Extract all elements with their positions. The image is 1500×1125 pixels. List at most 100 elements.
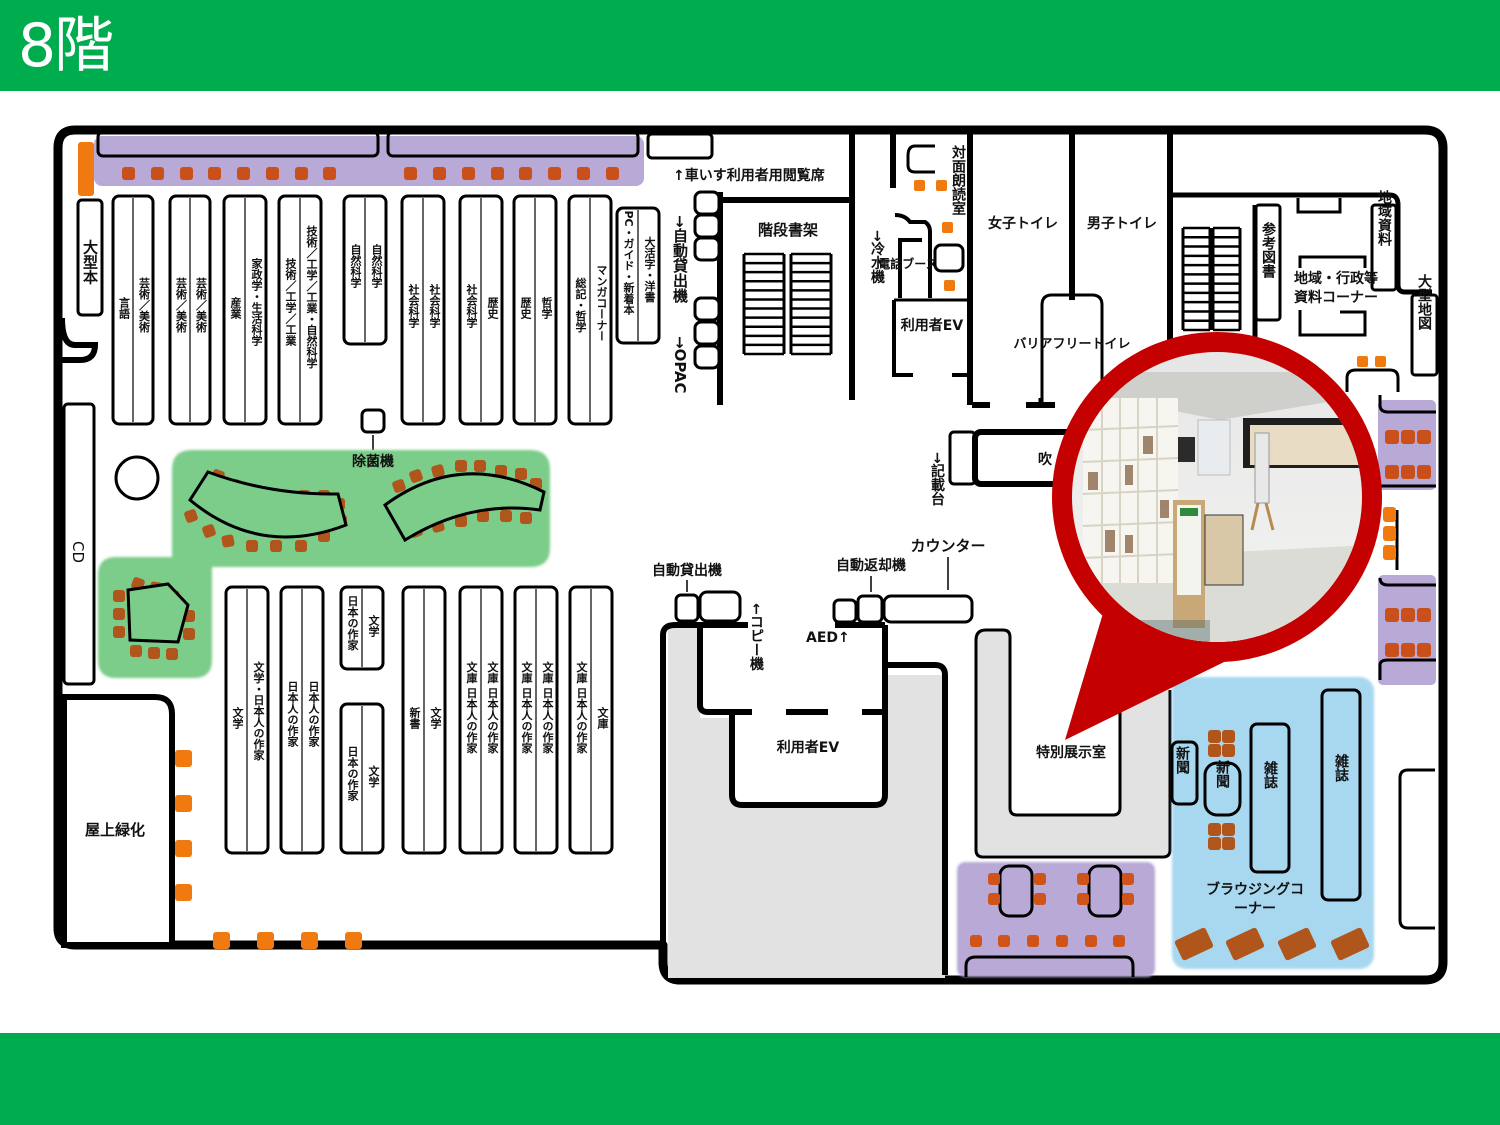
shelf-label-right: 文庫 日本人の作家 [486, 660, 499, 754]
shelf-label-right: 家政学・生活科学 [250, 257, 263, 347]
curved-table [188, 470, 348, 539]
shelf-label-right: 文庫 日本人の作家 [541, 660, 554, 754]
shelf-label-left: 社会科学 [465, 283, 479, 329]
chair [431, 464, 445, 478]
chair [295, 167, 308, 180]
chair [1385, 608, 1399, 622]
barrier-free-toilet-label: バリアフリートイレ [1013, 337, 1130, 352]
chair [323, 167, 336, 180]
shelf-label-left: 新書 [408, 706, 421, 730]
chair [1383, 545, 1396, 560]
large-maps-shelf: 大型地図 [1410, 273, 1439, 377]
newspaper-rack-label: 新聞 [1214, 759, 1230, 789]
chair [175, 795, 192, 812]
bookshelf: PC・ガイド・新着本大活字・洋書 [615, 206, 661, 345]
browsing-corner: 新聞 新聞 雑誌 雑誌 [1170, 677, 1374, 969]
toilets: 女子トイレ 男子トイレ バリアフリートイレ [972, 215, 1157, 408]
opac-label: →OPAC [671, 336, 689, 394]
chair [1085, 935, 1097, 947]
chair [1385, 430, 1399, 444]
chair [246, 540, 258, 552]
chair [1027, 935, 1039, 947]
kiosk [693, 190, 721, 216]
chair [1401, 608, 1415, 622]
bottom-study-area [957, 862, 1155, 977]
user-ev-bottom-label: 利用者EV [777, 739, 840, 756]
building-outline [53, 125, 1448, 985]
curved-table [383, 472, 546, 543]
rooftop-garden: 屋上緑化 [61, 694, 175, 948]
counter-label: カウンター [910, 537, 985, 555]
shelf-label-left: PC・ガイド・新着本 [622, 211, 636, 316]
chair [1222, 837, 1235, 850]
chair [455, 460, 467, 472]
chair [1077, 873, 1089, 885]
shelf-label-right: 哲学 [540, 296, 553, 320]
chair [184, 509, 198, 523]
chair [1401, 643, 1415, 657]
self-checkout-top-label: →自動貸出機 [671, 215, 689, 304]
bookshelf: 自然科学自然科学 [342, 194, 388, 346]
footer-bar [0, 1033, 1500, 1125]
chair [462, 167, 475, 180]
pillar [114, 455, 160, 501]
local-materials-shelf: 地域資料 [1370, 189, 1398, 292]
right-study-booths [1378, 395, 1436, 685]
chair [113, 626, 125, 638]
bookshelf: 社会科学社会科学 [400, 194, 446, 426]
shelf-label-left: 技術／工学／工業 [284, 257, 298, 347]
kiosk [693, 213, 721, 239]
womens-toilet-label: 女子トイレ [988, 215, 1058, 232]
kiosk-row [693, 190, 721, 370]
sterilizer [360, 408, 386, 450]
chair [1034, 893, 1046, 905]
chair [1077, 893, 1089, 905]
chair [257, 932, 274, 949]
shelf-label-right: 日本人の作家 [307, 681, 320, 748]
chair [491, 167, 504, 180]
copier-label: ←コピー機 [748, 603, 764, 672]
bookshelf: 産業家政学・生活科学 [222, 194, 268, 426]
chair [1122, 893, 1134, 905]
shelf-label-left: 総記・哲学 [574, 276, 587, 333]
chair [1222, 823, 1235, 836]
chair [519, 167, 532, 180]
shelf-label-left: 社会科学 [407, 283, 421, 329]
top-study-area [94, 130, 644, 186]
magazine-rack-2-label: 雑誌 [1333, 753, 1350, 782]
writing-desk-label: →記載台 [929, 452, 945, 507]
chair [1330, 927, 1370, 961]
local-admin-corner [1296, 198, 1367, 337]
chair [1208, 823, 1221, 836]
bookshelf: 文庫 日本人の作家文庫 日本人の作家 [513, 585, 559, 855]
chair [515, 468, 527, 480]
shelf-label-left: 文庫 日本人の作家 [575, 660, 588, 754]
chair [295, 540, 307, 552]
counter: カウンター [882, 537, 986, 624]
chair [1222, 730, 1235, 743]
water-cooler-label: →冷水機 [869, 230, 885, 285]
cd-label: CD [69, 541, 87, 563]
bookshelf: 文庫 日本人の作家文庫 [568, 585, 614, 855]
chair [1113, 935, 1125, 947]
mens-toilet-label: 男子トイレ [1087, 216, 1157, 232]
chair [1401, 465, 1415, 479]
special-exhibit-room: 特別展示室 [974, 628, 1172, 859]
chair [998, 935, 1010, 947]
shelf-label-left: 歴史 [519, 297, 532, 320]
chair [1401, 430, 1415, 444]
chair [221, 534, 235, 548]
floor-title: 8階 [18, 11, 114, 81]
shelf-label-left: 芸術／美術 [175, 276, 189, 333]
chair [1385, 465, 1399, 479]
bottom-shelves: 文学文学・日本人の作家日本人の作家日本人の作家日本の作家文学日本の作家文学新書文… [224, 585, 614, 855]
chair [266, 167, 279, 180]
reference-books-label: 参考図書 [1260, 221, 1276, 279]
location-pin[interactable] [1052, 332, 1382, 740]
user-ev-top-label: 利用者EV [901, 317, 964, 334]
atrium-label: 吹 [1038, 451, 1053, 468]
shelf-label-left: 日本の作家 [346, 595, 359, 651]
shelf-label-left: 日本の作家 [346, 746, 359, 802]
reading-room: 対面朗読室 [906, 144, 967, 291]
shelf-label-right: マンガコーナー [595, 265, 608, 342]
